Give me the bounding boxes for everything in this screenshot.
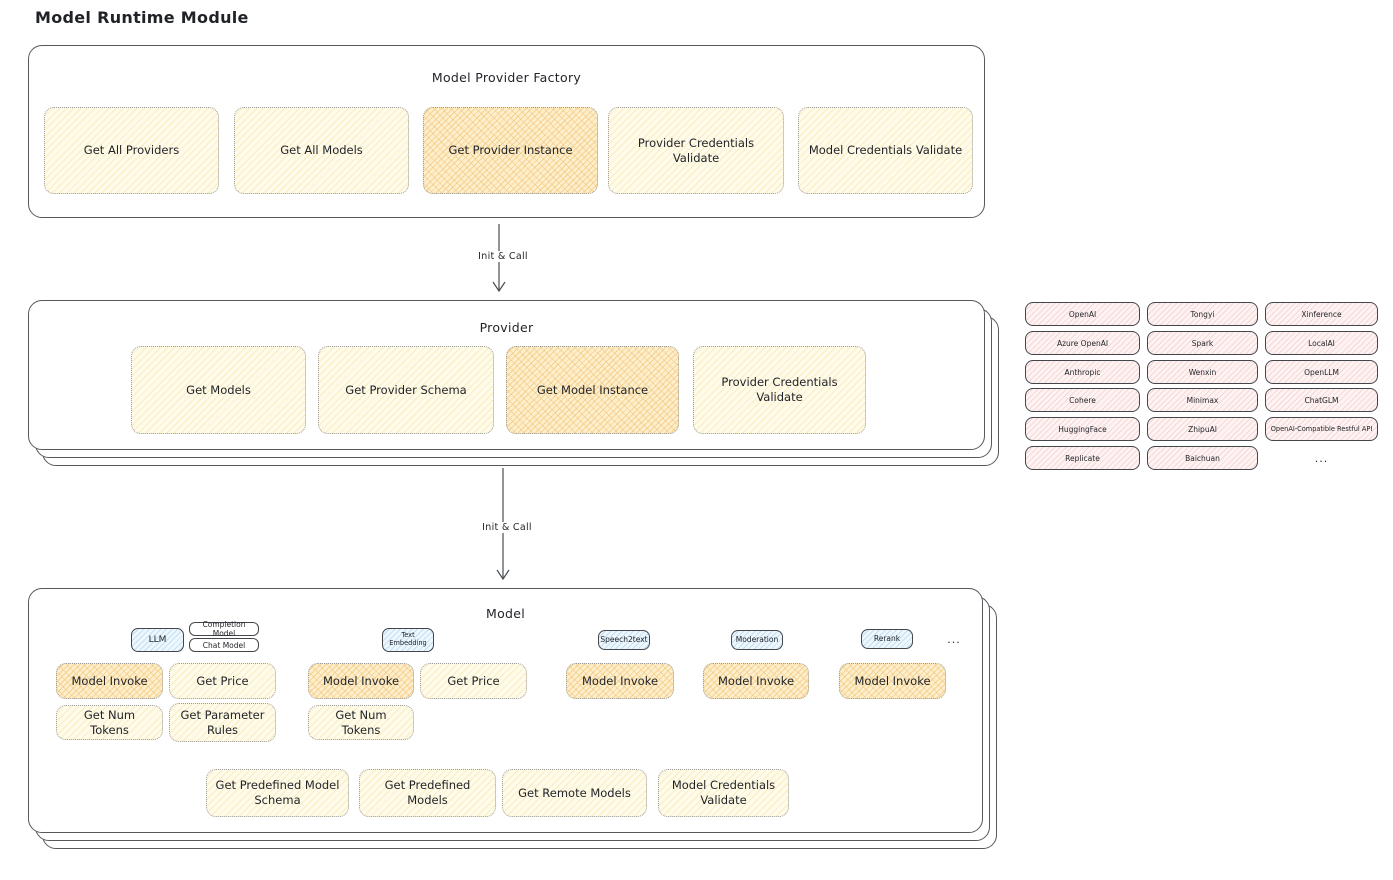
provider-get-models: Get Models — [131, 346, 306, 434]
factory-get-provider-instance: Get Provider Instance — [423, 107, 598, 194]
text-embedding-get-num-tokens: Get Num Tokens — [308, 705, 414, 740]
model-get-remote-models: Get Remote Models — [502, 769, 647, 817]
provider-chip-openllm: OpenLLM — [1265, 360, 1378, 384]
diagram-title: Model Runtime Module — [35, 8, 249, 27]
provider-chip-wenxin: Wenxin — [1147, 360, 1258, 384]
model-section: Model LLM Completion Model Chat Model Te… — [28, 588, 983, 833]
provider-chip-spark: Spark — [1147, 331, 1258, 355]
llm-get-price: Get Price — [169, 663, 276, 699]
factory-provider-credentials-validate: Provider Credentials Validate — [608, 107, 784, 194]
arrow-label-init-call-1: Init & Call — [462, 251, 544, 262]
model-type-speech2text: Speech2text — [598, 630, 650, 650]
model-type-text-embedding: Text Embedding — [382, 628, 434, 652]
model-get-predefined-models: Get Predefined Models — [359, 769, 496, 817]
provider-chip-anthropic: Anthropic — [1025, 360, 1140, 384]
text-embedding-model-invoke: Model Invoke — [308, 663, 414, 699]
model-get-predefined-model-schema: Get Predefined Model Schema — [206, 769, 349, 817]
factory-title: Model Provider Factory — [431, 70, 582, 85]
model-type-rerank: Rerank — [861, 629, 913, 649]
model-type-moderation: Moderation — [731, 630, 783, 650]
provider-chip-cohere: Cohere — [1025, 388, 1140, 412]
provider-chip-openai: OpenAI — [1025, 302, 1140, 326]
rerank-model-invoke: Model Invoke — [839, 663, 946, 699]
provider-chip-azure-openai: Azure OpenAI — [1025, 331, 1140, 355]
provider-section: Provider Get Models Get Provider Schema … — [28, 300, 985, 450]
model-subtype-completion-model: Completion Model — [189, 620, 259, 638]
provider-chip-chatglm: ChatGLM — [1265, 388, 1378, 412]
llm-get-parameter-rules: Get Parameter Rules — [169, 703, 276, 742]
factory-get-all-providers: Get All Providers — [44, 107, 219, 194]
provider-chip-localai: LocalAI — [1265, 331, 1378, 355]
model-title: Model — [485, 606, 526, 621]
provider-chip-minimax: Minimax — [1147, 388, 1258, 412]
text-embedding-get-price: Get Price — [420, 663, 527, 699]
llm-get-num-tokens: Get Num Tokens — [56, 705, 163, 740]
provider-chip-replicate: Replicate — [1025, 446, 1140, 470]
provider-chip-huggingface: HuggingFace — [1025, 417, 1140, 441]
model-model-credentials-validate: Model Credentials Validate — [658, 769, 789, 817]
model-type-llm: LLM — [131, 628, 184, 652]
provider-chip-tongyi: Tongyi — [1147, 302, 1258, 326]
factory-model-credentials-validate: Model Credentials Validate — [798, 107, 973, 194]
provider-chip-zhipuai: ZhipuAI — [1147, 417, 1258, 441]
arrow-label-init-call-2: Init & Call — [466, 522, 548, 533]
factory-section: Model Provider Factory Get All Providers… — [28, 45, 985, 218]
provider-get-model-instance: Get Model Instance — [506, 346, 679, 434]
model-subtype-chat-model: Chat Model — [189, 638, 259, 652]
model-types-more: ... — [947, 632, 961, 646]
provider-chip-openai-compatible: OpenAI-Compatible Restful API — [1265, 417, 1378, 441]
llm-model-invoke: Model Invoke — [56, 663, 163, 699]
provider-provider-credentials-validate: Provider Credentials Validate — [693, 346, 866, 434]
provider-chip-xinference: Xinference — [1265, 302, 1378, 326]
provider-get-provider-schema: Get Provider Schema — [318, 346, 494, 434]
speech2text-model-invoke: Model Invoke — [566, 663, 674, 699]
moderation-model-invoke: Model Invoke — [703, 663, 809, 699]
provider-list-more: ... — [1314, 451, 1329, 465]
provider-chip-baichuan: Baichuan — [1147, 446, 1258, 470]
provider-title: Provider — [479, 320, 534, 335]
factory-get-all-models: Get All Models — [234, 107, 409, 194]
